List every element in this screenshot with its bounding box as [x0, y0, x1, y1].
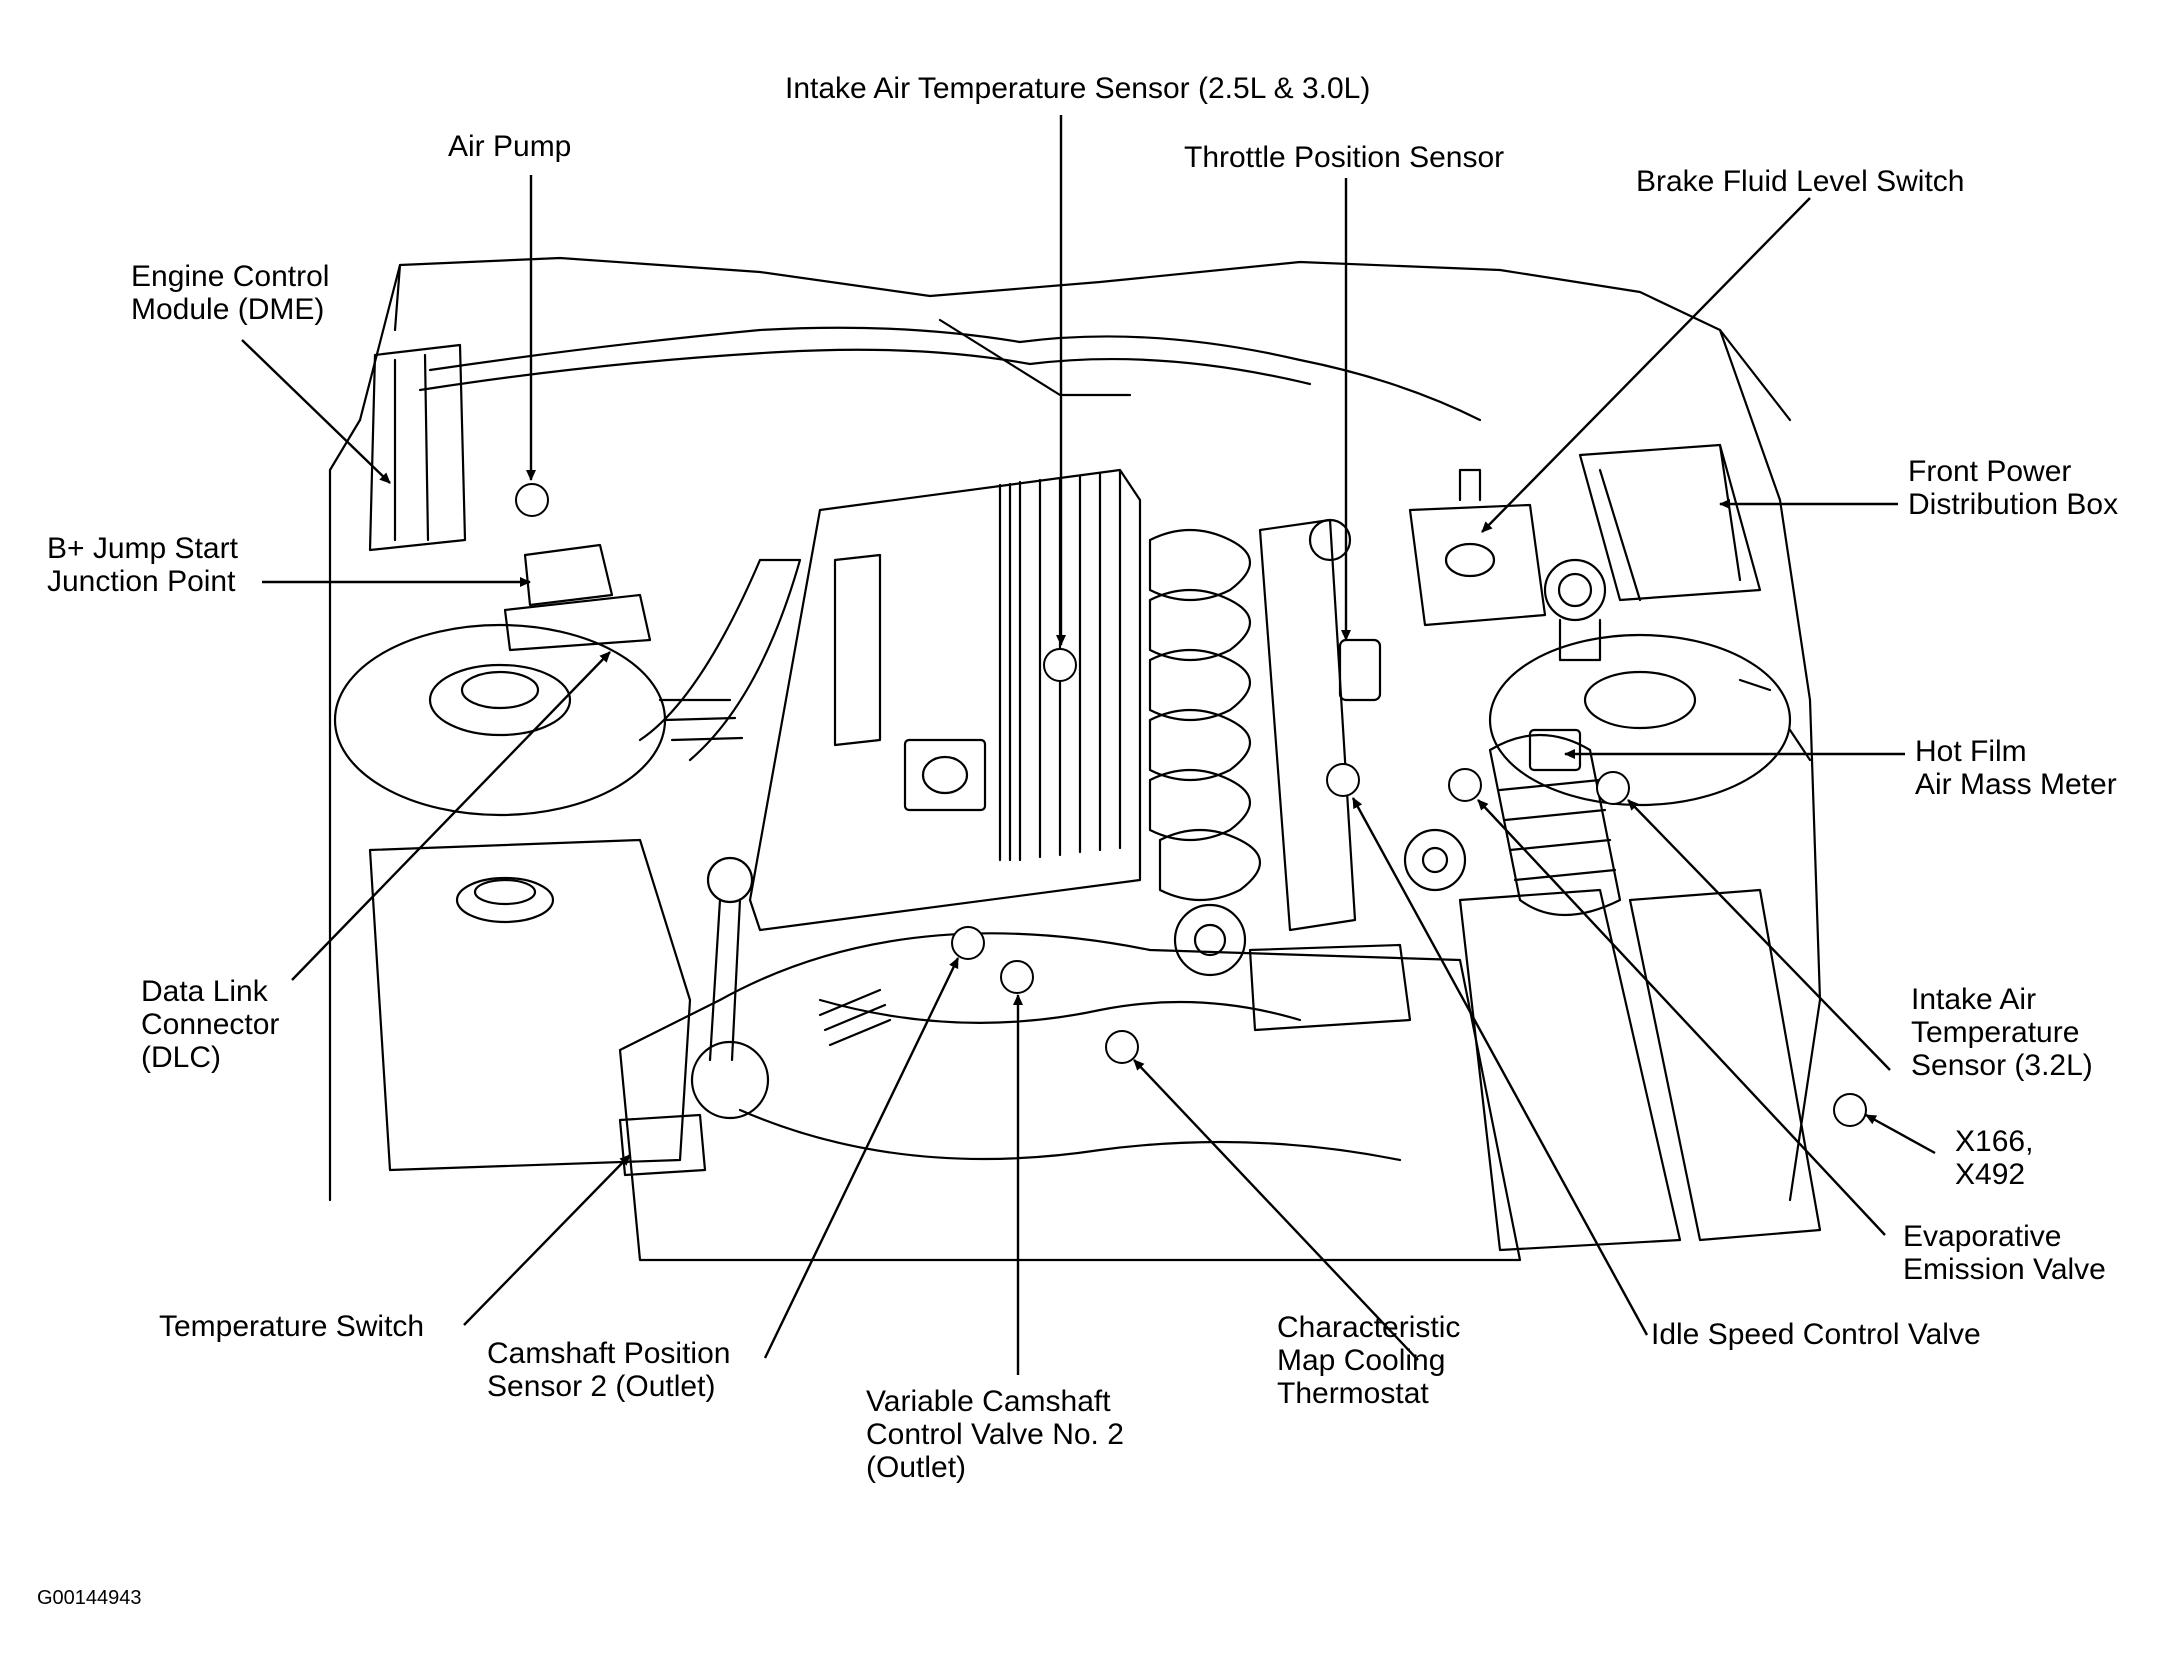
figure-reference: G00144943	[37, 1587, 142, 1609]
leader-dlc	[291, 651, 611, 981]
label-intake-air-temp-25-30: Intake Air Temperature Sensor (2.5L & 3.…	[785, 72, 1371, 105]
target-intake-air-temp-32	[1596, 771, 1630, 805]
leader-idle-speed	[1351, 797, 1649, 1336]
label-air-pump: Air Pump	[448, 130, 572, 163]
label-data-link-connector: Data Link Connector (DLC)	[141, 975, 280, 1074]
target-evaporative-valve	[1448, 768, 1482, 802]
target-intake-air-temp-25-30	[1043, 648, 1077, 682]
label-front-power-box: Front Power Distribution Box	[1908, 455, 2119, 521]
leader-intake-air-temp-32	[1627, 799, 1891, 1071]
label-vanos-valve-2: Variable Camshaft Control Valve No. 2 (O…	[866, 1385, 1124, 1484]
label-cooling-thermostat: Characteristic Map Cooling Thermostat	[1277, 1311, 1461, 1410]
leader-camshaft-sensor	[763, 957, 960, 1359]
label-throttle-position: Throttle Position Sensor	[1184, 141, 1505, 174]
label-evaporative-valve: Evaporative Emission Valve	[1903, 1220, 2106, 1286]
label-intake-air-temp-32: Intake Air Temperature Sensor (3.2L)	[1911, 983, 2093, 1082]
leader-thermostat	[1133, 1059, 1419, 1361]
label-brake-fluid-level: Brake Fluid Level Switch	[1636, 165, 1965, 198]
target-connectors	[1833, 1093, 1867, 1127]
callout-targets	[515, 483, 1867, 1127]
target-thermostat	[1105, 1030, 1139, 1064]
label-hot-film-meter: Hot Film Air Mass Meter	[1915, 735, 2117, 801]
target-camshaft-sensor	[951, 926, 985, 960]
target-idle-speed-valve	[1326, 763, 1360, 797]
leader-connectors	[1865, 1113, 1936, 1155]
label-connectors-x166-x492: X166, X492	[1955, 1125, 2034, 1191]
leader-ecm	[241, 339, 391, 484]
leader-evaporative	[1477, 799, 1886, 1236]
label-idle-speed-valve: Idle Speed Control Valve	[1651, 1318, 1981, 1351]
label-camshaft-sensor-2: Camshaft Position Sensor 2 (Outlet)	[487, 1337, 731, 1403]
label-temperature-switch: Temperature Switch	[159, 1310, 425, 1343]
target-vanos-valve	[1000, 960, 1034, 994]
leader-brake-fluid	[1481, 197, 1811, 533]
target-air-pump	[515, 483, 549, 517]
leader-temperature-switch	[463, 1154, 631, 1326]
engine-bay-sketch	[328, 256, 1822, 1262]
label-jump-start: B+ Jump Start Junction Point	[47, 532, 238, 598]
leader-lines	[241, 115, 1936, 1375]
label-engine-control-module: Engine Control Module (DME)	[131, 260, 330, 326]
